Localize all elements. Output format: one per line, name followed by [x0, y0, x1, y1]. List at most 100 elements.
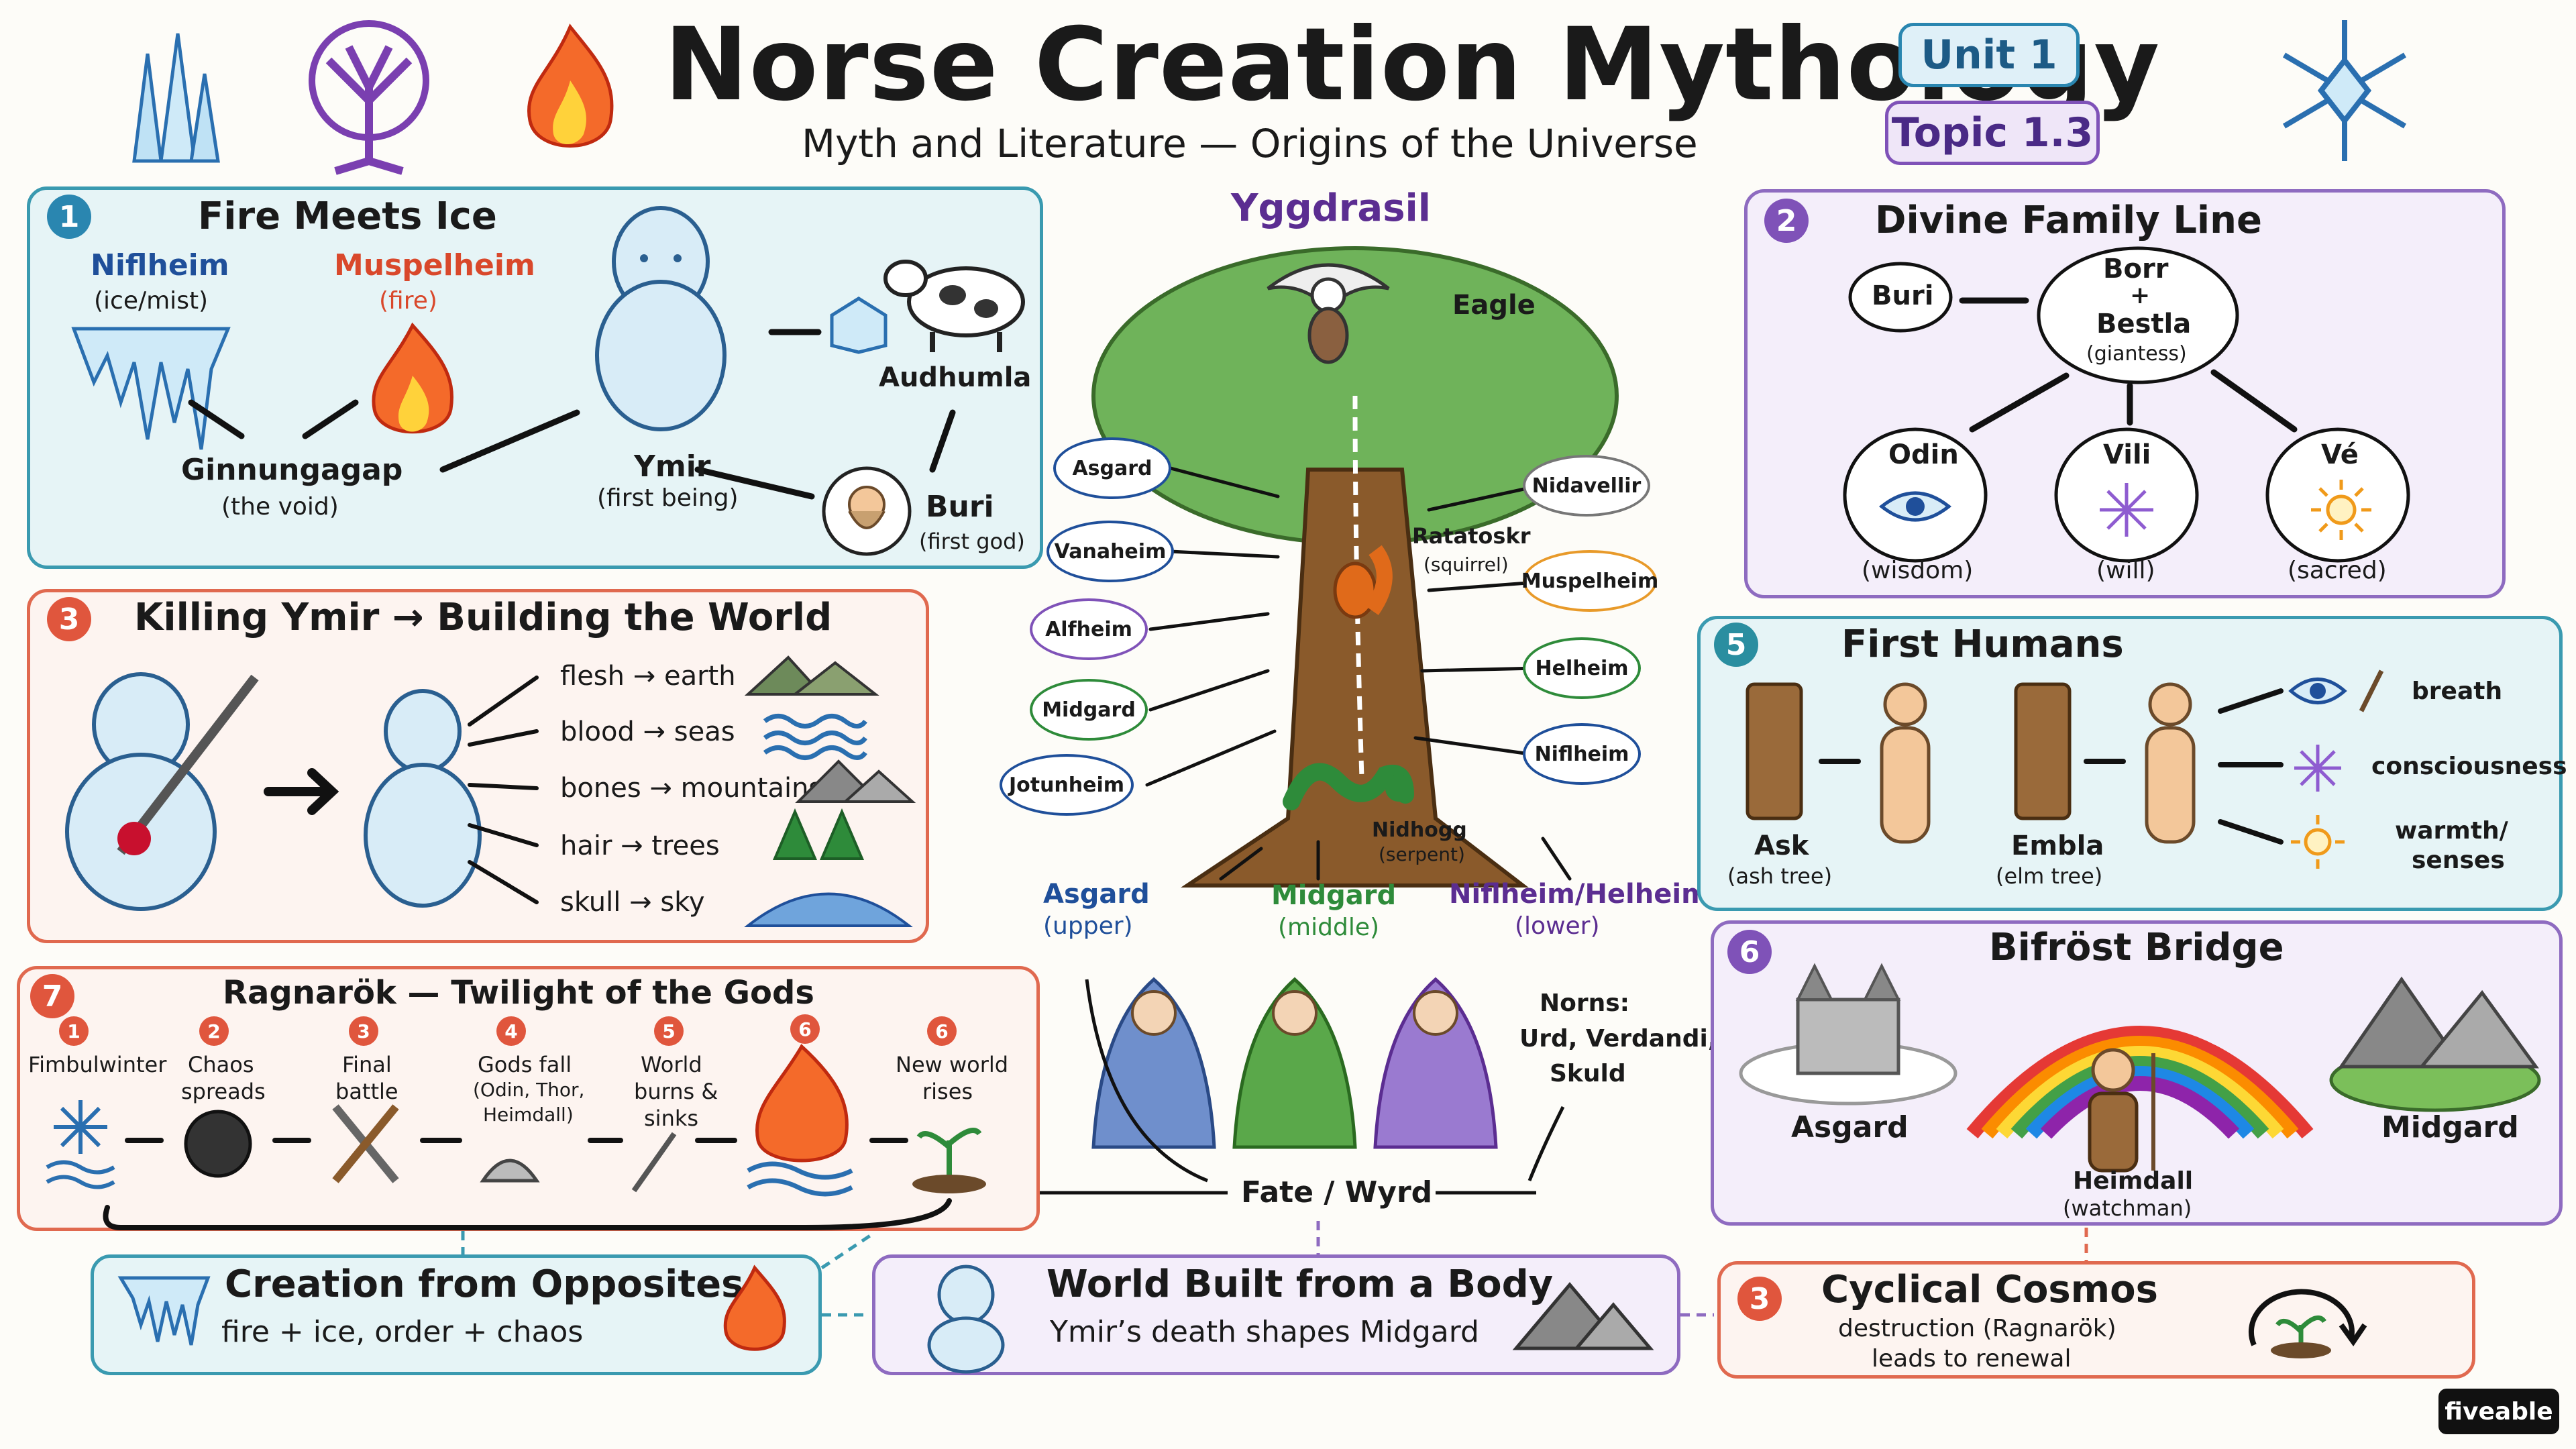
- fire-icon: [527, 23, 614, 148]
- stage-badge: 4: [496, 1016, 526, 1046]
- mapping-hair: hair → trees: [560, 830, 720, 861]
- mapping-skull: skull → sky: [560, 887, 705, 918]
- ve-sub: (sacred): [2288, 557, 2387, 584]
- realm-asgard: Asgard: [1053, 437, 1171, 499]
- ratatoskr-sub: (squirrel): [1424, 553, 1509, 576]
- ice-block-icon: [830, 297, 888, 354]
- gift-senses: senses: [2412, 847, 2505, 874]
- stage-gods-3: Heimdall): [483, 1104, 574, 1126]
- stage-badge: 6: [790, 1014, 820, 1044]
- theme-title: World Built from a Body: [1046, 1263, 1554, 1306]
- serpent-icon: [1283, 763, 1414, 810]
- mapping-bones: bones → mountains: [560, 773, 823, 804]
- tree-of-life-icon: [309, 20, 429, 175]
- panel-number-badge: 6: [1727, 930, 1772, 974]
- level-middle-sub: (middle): [1278, 914, 1380, 941]
- mountains-icon: [795, 759, 916, 803]
- slain-ymir-icon: [65, 672, 259, 911]
- stage-fimbulwinter: Fimbulwinter: [28, 1052, 167, 1077]
- panel-title: Fire Meets Ice: [198, 195, 497, 238]
- buri-sub: (first god): [919, 529, 1025, 554]
- ymir-giant-icon: [927, 1265, 1005, 1374]
- gift-consciousness: consciousness: [2371, 753, 2567, 780]
- theme-sub: Ymir’s death shapes Midgard: [1050, 1315, 1479, 1349]
- level-middle: Midgard: [1271, 880, 1397, 911]
- panel-title: Ragnarök — Twilight of the Gods: [223, 974, 814, 1012]
- norns-figures: [1091, 977, 1498, 1149]
- squirrel-icon: [1333, 545, 1393, 619]
- buri-node: Buri: [1872, 280, 1934, 311]
- yggdrasil-title: Yggdrasil: [1231, 186, 1431, 230]
- realm-jotunheim: Jotunheim: [1000, 754, 1134, 816]
- bifrost-asgard: Asgard: [1791, 1110, 1909, 1144]
- stage-badge: 1: [59, 1016, 89, 1046]
- niflheim-label: Niflheim: [91, 248, 229, 282]
- theme-creation-from-opposites: [91, 1254, 822, 1375]
- realm-nidavellir: Nidavellir: [1523, 455, 1650, 517]
- big-arrow: [264, 768, 339, 815]
- embla-sub: (elm tree): [1996, 863, 2103, 889]
- realm-niflheim: Niflheim: [1523, 723, 1641, 785]
- stage-badge: 2: [199, 1016, 229, 1046]
- stage-badge: 3: [349, 1016, 378, 1046]
- waves-icon: [763, 714, 867, 760]
- elm-log-icon: [2014, 682, 2072, 820]
- stage-new-2: rises: [922, 1079, 973, 1104]
- theme-sub-2: leads to renewal: [1872, 1345, 2072, 1373]
- realm-alfheim: Alfheim: [1030, 598, 1148, 660]
- stage-final-1: Final: [342, 1052, 392, 1077]
- norns-names-1: Urd, Verdandi,: [1519, 1025, 1717, 1053]
- panel-number-badge: 1: [47, 195, 91, 239]
- borr-node: Borr: [2103, 254, 2169, 284]
- theme-title: Creation from Opposites: [225, 1263, 744, 1306]
- eagle-icon: [1267, 263, 1390, 364]
- mapping-blood: blood → seas: [560, 716, 735, 747]
- stage-new-1: New world: [896, 1052, 1009, 1077]
- stage-chaos-1: Chaos: [188, 1052, 254, 1077]
- niflheim-sub: (ice/mist): [94, 287, 209, 315]
- level-lower-sub: (lower): [1515, 912, 1600, 940]
- panel-number-badge: 3: [47, 597, 91, 641]
- icicle-icon: [117, 1276, 211, 1346]
- plus-sign: +: [2130, 282, 2151, 309]
- bestla-node: Bestla: [2096, 309, 2192, 339]
- ratatoskr-label: Ratatoskr: [1412, 523, 1531, 549]
- ask-label: Ask: [1754, 830, 1809, 861]
- heimdall-label: Heimdall: [2073, 1167, 2194, 1195]
- yggdrasil-tree: [1091, 246, 1619, 888]
- ymir-giant-icon: [595, 206, 727, 431]
- theme-sub: fire + ice, order + chaos: [221, 1315, 584, 1349]
- mountains-icon: [1512, 1282, 1654, 1350]
- gift-breath: breath: [2412, 678, 2503, 705]
- norns-label: Norns:: [1540, 989, 1630, 1017]
- gift-warmth: warmth/: [2395, 817, 2508, 845]
- unit-tag: Unit 1: [1898, 23, 2080, 87]
- panel-number-badge: 7: [30, 974, 74, 1018]
- stage-final-2: battle: [335, 1079, 398, 1104]
- vili-node: Vili: [2103, 439, 2151, 470]
- cycle-arrow-icon: [2249, 1289, 2367, 1358]
- rainbow-bridge: [1966, 1026, 2314, 1139]
- ymir-body-icon: [364, 689, 482, 908]
- man-figure: [1880, 682, 1931, 844]
- heimdall-figure: [2088, 1048, 2155, 1173]
- realm-helheim: Helheim: [1523, 637, 1641, 699]
- stage-badge: 6: [927, 1016, 957, 1046]
- stage-burns-3: sinks: [644, 1106, 699, 1131]
- sky-dome-icon: [744, 892, 913, 927]
- panel-number-badge: 2: [1764, 199, 1809, 243]
- stage-burns-2: burns &: [634, 1079, 718, 1104]
- stage-gods-2: (Odin, Thor,: [473, 1079, 585, 1101]
- ash-log-icon: [1746, 682, 1803, 820]
- panel-title: Divine Family Line: [1875, 199, 2262, 242]
- odin-node: Odin: [1888, 439, 1959, 470]
- theme-title: Cyclical Cosmos: [1821, 1268, 2158, 1311]
- fate-label: Fate / Wyrd: [1241, 1175, 1433, 1210]
- buri-label: Buri: [926, 490, 994, 524]
